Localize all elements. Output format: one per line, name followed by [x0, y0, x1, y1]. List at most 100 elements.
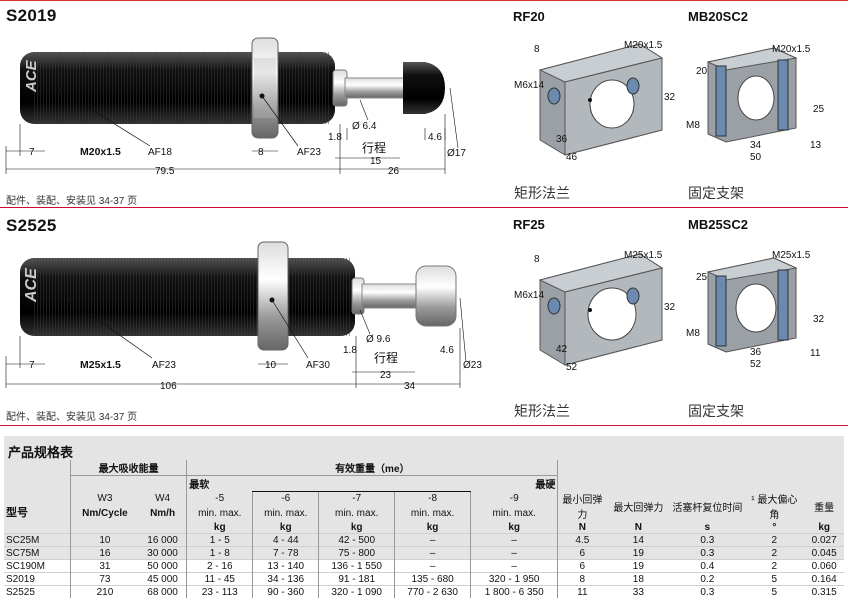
dimension-label: M6x14 [514, 80, 544, 91]
table-cell: kg [394, 521, 471, 534]
dimension-label: 7 [29, 360, 35, 371]
table-cell: 14 [606, 533, 671, 547]
table-cell [557, 460, 844, 476]
dim-stroke-label: 行程 [362, 140, 386, 155]
table-cell [670, 476, 744, 492]
table-cell: 0.4 [670, 559, 745, 573]
table-cell [139, 521, 187, 534]
table-cell: – [394, 559, 471, 573]
dimension-label: 50 [750, 152, 762, 163]
table-cell: 2 [744, 546, 805, 560]
accessory-title-rf25: RF25 [513, 217, 545, 232]
shock-absorber-drawing-s2019: ACE 7 M20x1.5 AF18 8 AF23 1.8 Ø 6.4 行程 1… [5, 37, 466, 177]
spec-title: 产品规格表 [8, 445, 74, 460]
bracket-drawing-mb25sc2: 25 M25x1.5 32 M8 36 52 11 [686, 250, 825, 370]
table-cell: 770 - 2 630 [394, 585, 471, 598]
dimension-label: M25x1.5 [80, 359, 121, 371]
table-cell: 34 - 136 [252, 572, 319, 586]
dimension-label: Ø23 [463, 360, 482, 371]
shock-absorber-drawing-s2525: ACE 7 M25x1.5 AF23 10 AF30 1.8 Ø 9.6 行程 … [5, 241, 482, 392]
table-cell: – [470, 559, 558, 573]
dimension-label: M25x1.5 [624, 250, 663, 261]
table-cell: 1 - 5 [186, 533, 253, 547]
table-cell: 0.2 [670, 572, 745, 586]
table-cell: Nm/Cycle [69, 506, 139, 521]
table-cell: SC190M [4, 559, 71, 573]
hdr-hardest: 最硬 [535, 480, 556, 491]
hdr-max-angle: ¹ 最大偏心角 [751, 495, 798, 521]
table-cell: – [394, 546, 471, 560]
table-cell: 19 [606, 559, 671, 573]
dimension-label: 23 [380, 370, 392, 381]
dimension-label: 32 [664, 302, 676, 313]
caption-rf25: 矩形法兰 [514, 403, 570, 419]
dimension-label: AF30 [306, 360, 330, 371]
table-cell: -5 [186, 491, 253, 507]
table-cell: 31 [69, 559, 139, 573]
table-cell: min. max. [318, 506, 395, 521]
table-cell [606, 476, 670, 492]
table-cell: 0.315 [804, 585, 844, 598]
table-cell: 18 [606, 572, 671, 586]
table-cell: 8 [557, 572, 607, 586]
note-s2019: 配件、装配、安装见 34-37 页 [6, 196, 138, 207]
table-cell: SC75M [4, 546, 71, 560]
dimension-label: ACE [23, 59, 40, 93]
dimension-label: Ø 9.6 [366, 334, 391, 345]
dimension-label: 36 [556, 134, 568, 145]
dimension-label: 1.8 [343, 345, 357, 356]
table-cell: 6 [557, 546, 607, 560]
dimension-label: 42 [556, 344, 568, 355]
table-cell [744, 476, 804, 492]
hdr-effective-weight: 有效重量（me） [186, 460, 558, 476]
table-cell [69, 475, 139, 491]
dim-total: 79.5 [155, 166, 175, 177]
dimension-label: AF23 [152, 360, 176, 371]
dimension-label: 32 [664, 92, 676, 103]
top-rule [0, 0, 848, 1]
table-cell: min. max. [470, 506, 558, 521]
flange-drawing-rf25: 8 M25x1.5 M6x14 32 42 52 [514, 250, 676, 373]
note-s2525: 配件、装配、安装见 34-37 页 [6, 412, 138, 423]
table-cell: – [470, 533, 558, 547]
table-cell [252, 475, 471, 492]
table-cell: 2 [744, 533, 805, 547]
dim-stroke: 15 [370, 156, 382, 167]
dim-4-6: 4.6 [428, 132, 442, 143]
table-cell: 4.5 [557, 533, 607, 547]
table-cell: min. max. [186, 506, 253, 521]
caption-mb25sc2: 固定支架 [688, 403, 744, 419]
table-cell: 16 000 [138, 533, 187, 547]
table-cell: kg [470, 521, 558, 534]
dimension-label: 46 [566, 152, 578, 163]
hdr-w4: W4 [155, 493, 171, 505]
dim-cap: Ø17 [447, 148, 466, 159]
table-cell: 0.060 [804, 559, 844, 573]
dimension-label: 4.6 [440, 345, 454, 356]
table-cell: 30 000 [138, 546, 187, 560]
dimension-label: 25 [696, 272, 708, 283]
hdr-softest: 最软 [186, 475, 253, 491]
flange-drawing-rf20: 8 M20x1.5 M6x14 32 36 46 [514, 40, 676, 163]
table-cell: 0.3 [670, 546, 745, 560]
table-cell: 4 - 44 [252, 533, 319, 547]
dimension-label: 13 [810, 140, 822, 151]
hdr-weight: 重量 [814, 502, 835, 514]
table-cell: 42 - 500 [318, 533, 395, 547]
table-cell [69, 521, 139, 534]
table-cell: kg [186, 521, 253, 534]
dimension-label: 34 [750, 140, 762, 151]
table-cell: min. max. [394, 506, 471, 521]
table-cell: -9 [470, 491, 558, 507]
dimension-label: ACE [23, 267, 40, 303]
table-cell: 2 - 16 [186, 559, 253, 573]
hdr-model: 型号 [6, 507, 28, 519]
dimension-label: 52 [566, 362, 578, 373]
table-cell: S2019 [4, 572, 71, 586]
table-cell: -8 [394, 491, 471, 507]
table-cell: 68 000 [138, 585, 187, 598]
table-cell: Nm/h [150, 508, 176, 520]
